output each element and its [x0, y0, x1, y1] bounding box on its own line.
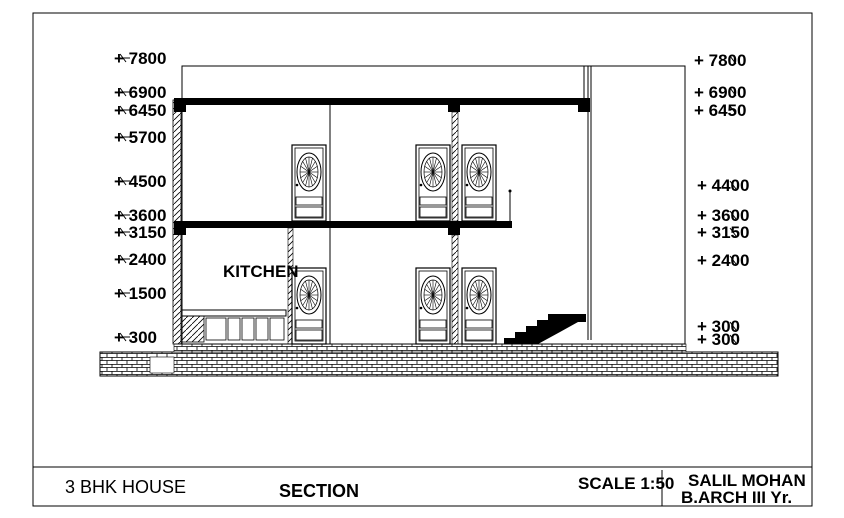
ground-band	[99, 351, 779, 377]
door	[291, 144, 327, 222]
elevation-label: + 3600	[697, 206, 749, 225]
first-floor-slab	[174, 221, 512, 228]
elevation-label: + 6450	[694, 101, 746, 120]
door	[291, 267, 327, 345]
elevation-marker-right: + 3150	[697, 223, 749, 242]
column	[451, 234, 459, 345]
plinth-band	[173, 343, 687, 353]
elevation-marker-right: + 300	[697, 330, 740, 349]
door	[415, 144, 451, 222]
elevation-label: + 2400	[697, 251, 749, 270]
elevation-marker-left: + 300	[114, 328, 157, 347]
elevation-label: + 7800	[114, 49, 166, 68]
elevation-label: + 2400	[114, 250, 166, 269]
elevation-label: + 3150	[697, 223, 749, 242]
elevation-marker-right: + 2400	[697, 251, 749, 270]
door	[461, 144, 497, 222]
elevation-marker-left: + 2400	[114, 250, 166, 269]
elevation-marker-right: + 7800	[694, 51, 746, 70]
elevation-marker-left: + 6900	[114, 83, 166, 102]
elevation-marker-left: + 7800	[114, 49, 166, 68]
author-name: SALIL MOHAN	[688, 471, 806, 490]
elevation-label: + 300	[697, 317, 740, 336]
elevation-label: + 3150	[114, 223, 166, 242]
column	[451, 111, 459, 222]
elevation-label: + 6900	[694, 83, 746, 102]
elevation-marker-left: + 1500	[114, 284, 166, 303]
staircase	[504, 314, 586, 344]
elevation-label: + 4500	[114, 172, 166, 191]
roof-slab	[174, 98, 590, 105]
elevation-label: + 6900	[114, 83, 166, 102]
elevation-marker-right: + 6450	[694, 101, 746, 120]
scale-text: SCALE 1:50	[578, 474, 674, 493]
elevation-marker-left: + 5700	[114, 128, 166, 147]
elevation-label: + 6450	[114, 101, 166, 120]
project-title: 3 BHK HOUSE	[65, 477, 186, 497]
beam	[578, 98, 590, 112]
elevation-marker-left: + 4500	[114, 172, 166, 191]
door	[415, 267, 451, 345]
elevation-label: + 7800	[694, 51, 746, 70]
beam	[448, 221, 460, 235]
railing-knob	[508, 189, 512, 193]
elevation-label: + 5700	[114, 128, 166, 147]
elevation-marker-right: + 4400	[697, 176, 749, 195]
sheet-title: SECTION	[279, 481, 359, 501]
kitchen-counter	[181, 309, 287, 343]
elevation-marker-left: + 3150	[114, 223, 166, 242]
footing-white	[149, 356, 175, 374]
doors	[291, 144, 497, 345]
elevation-marker-right: + 3600	[697, 206, 749, 225]
elevation-label: + 3600	[114, 206, 166, 225]
elevation-marker-left: + 6450	[114, 101, 166, 120]
author-course: B.ARCH III Yr.	[681, 488, 792, 507]
beam	[174, 98, 186, 112]
elevation-marker-right: + 300	[697, 317, 740, 336]
elevation-label: + 1500	[114, 284, 166, 303]
elevation-labels-left: + 7800 + 6900+ 6450 + 5700 + 4500 + 3600+ 31…	[114, 49, 166, 347]
elevation-label: + 300	[114, 328, 157, 347]
room-label-kitchen: KITCHEN	[223, 262, 299, 281]
elevation-marker-left: + 3600	[114, 206, 166, 225]
elevation-label: + 4400	[697, 176, 749, 195]
door	[461, 267, 497, 345]
elevation-labels-right: + 7800 + 6900+ 6450 + 4400 + 3600+ 3150 + 24…	[694, 51, 749, 349]
beam	[174, 221, 186, 235]
elevation-label: + 300	[697, 330, 740, 349]
sheet-border	[32, 12, 813, 507]
beam	[448, 98, 460, 112]
elevation-marker-right: + 6900	[694, 83, 746, 102]
